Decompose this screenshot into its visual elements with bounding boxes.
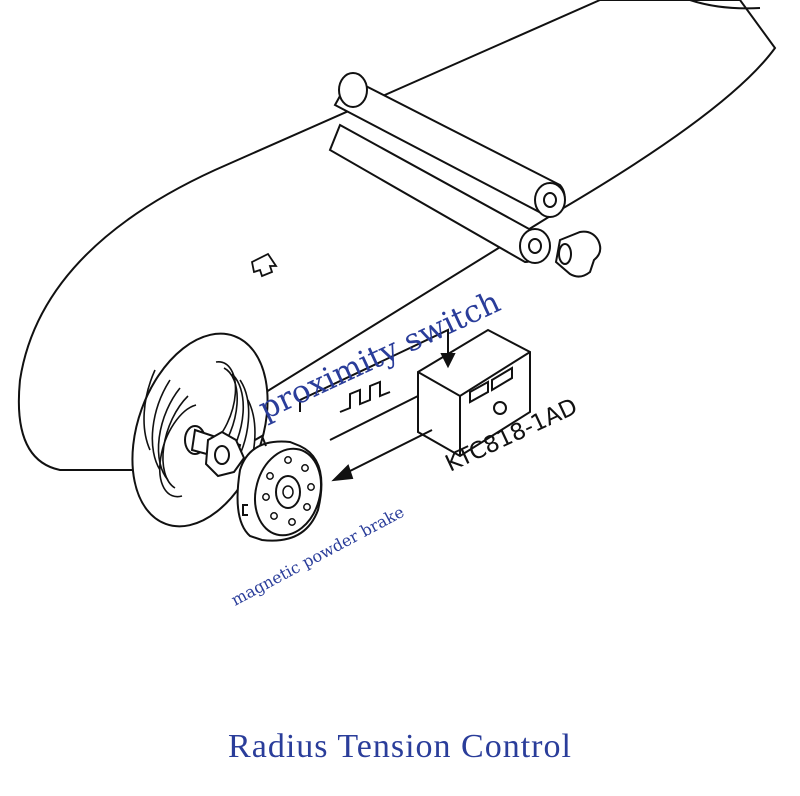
guide-rollers	[328, 72, 566, 264]
up-arrow-icon	[250, 252, 278, 278]
magnetic-powder-brake	[236, 434, 323, 542]
diagram-title: Radius Tension Control	[228, 728, 572, 765]
square-wave-icon	[339, 380, 391, 413]
roller-knob	[554, 230, 602, 278]
conveyor-belt	[17, 0, 777, 481]
signal-wiring	[299, 328, 456, 482]
reel-shaft	[190, 428, 246, 478]
